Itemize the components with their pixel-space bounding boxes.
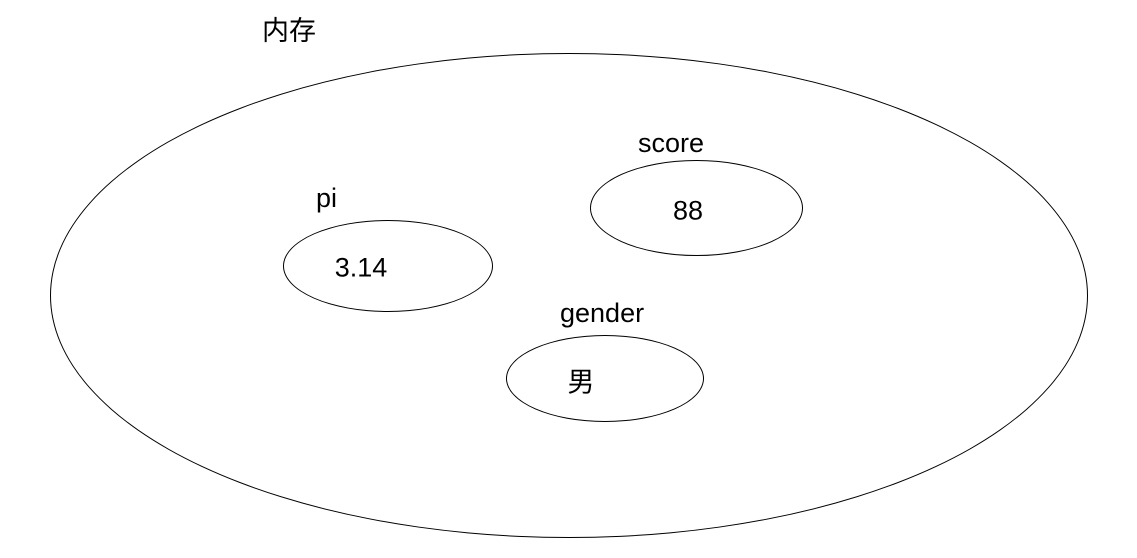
- variable-name-score: score: [638, 128, 705, 158]
- variable-ellipse-score: [590, 160, 803, 256]
- variable-value-pi: 3.14: [334, 252, 388, 283]
- variable-value-gender: 男: [567, 367, 595, 398]
- variable-value-score: 88: [672, 195, 704, 226]
- variable-ellipse-pi: [283, 220, 493, 312]
- variable-name-pi: pi: [316, 183, 338, 213]
- variable-name-gender: gender: [560, 298, 645, 328]
- memory-label: 内存: [262, 16, 316, 46]
- variable-ellipse-gender: [506, 335, 704, 422]
- memory-ellipse: [50, 53, 1088, 538]
